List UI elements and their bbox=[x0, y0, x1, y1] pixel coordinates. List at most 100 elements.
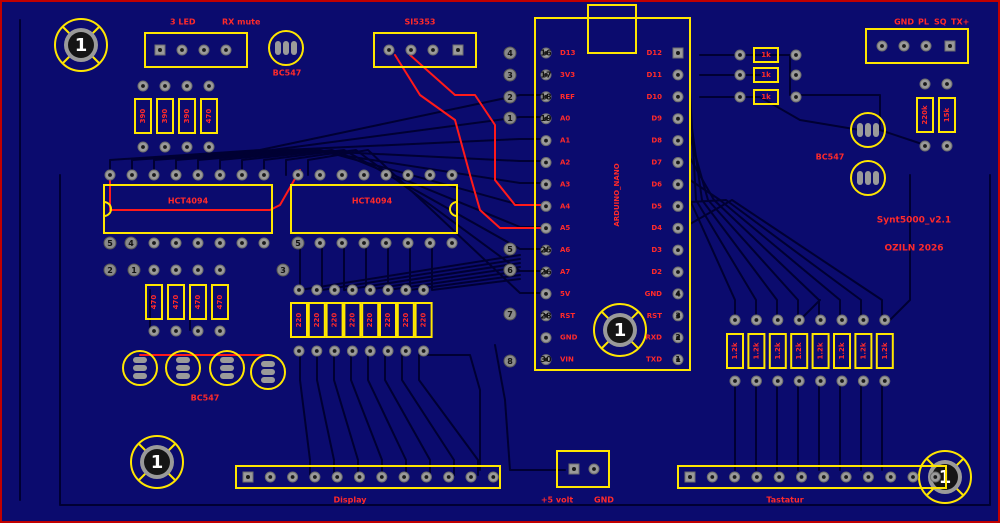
drill-hole bbox=[130, 173, 134, 177]
wire-marker bbox=[503, 46, 517, 60]
drill-hole bbox=[141, 84, 145, 88]
arduino-pin-label: D2 bbox=[651, 268, 662, 276]
transistor-label: BC547 bbox=[273, 69, 302, 78]
drill-hole bbox=[948, 44, 952, 48]
ground-trace bbox=[59, 174, 991, 506]
wire-marker bbox=[503, 354, 517, 368]
wire-marker-number: 6 bbox=[507, 266, 513, 275]
drill-hole bbox=[421, 349, 426, 353]
drill-hole bbox=[544, 226, 548, 231]
transistor-pad bbox=[133, 373, 147, 379]
mounting-hole-number: 1 bbox=[75, 35, 88, 56]
drill-hole bbox=[152, 268, 156, 272]
wire-marker-number: 1 bbox=[507, 114, 513, 123]
resistor bbox=[325, 302, 344, 338]
drill-hole bbox=[755, 475, 759, 479]
trace bbox=[307, 149, 546, 294]
drill-hole bbox=[676, 73, 680, 77]
drill-hole bbox=[933, 475, 938, 479]
drill-hole bbox=[185, 145, 189, 149]
drill-hole bbox=[340, 173, 344, 177]
drill-hole bbox=[880, 44, 884, 48]
drill-hole bbox=[424, 475, 429, 479]
drill-hole bbox=[491, 475, 496, 479]
ic1-outline bbox=[103, 184, 273, 234]
resistor bbox=[189, 284, 207, 320]
header-pwr-out bbox=[865, 28, 969, 64]
drill-hole bbox=[840, 379, 844, 383]
trace bbox=[401, 354, 455, 476]
trace bbox=[343, 244, 521, 291]
trace bbox=[689, 179, 841, 321]
drill-hole bbox=[676, 204, 680, 209]
transistor-pad bbox=[220, 365, 234, 371]
drill-hole bbox=[421, 288, 426, 292]
drill-hole bbox=[544, 182, 548, 187]
drill-hole bbox=[775, 318, 780, 322]
drill-hole bbox=[544, 313, 548, 318]
resistor-value: 1.2k bbox=[881, 342, 889, 359]
mounting-hole-ring bbox=[918, 450, 972, 504]
drill-hole bbox=[185, 84, 189, 88]
drill-hole bbox=[406, 241, 410, 245]
resistor bbox=[167, 284, 185, 320]
drill-hole bbox=[866, 475, 871, 479]
drill-hole bbox=[861, 379, 866, 383]
header-label-si5353: SI5353 bbox=[404, 18, 435, 27]
transistor-pad bbox=[291, 41, 297, 55]
red-trace bbox=[394, 54, 546, 229]
trace bbox=[367, 354, 407, 476]
resistor-value: 390 bbox=[183, 109, 191, 124]
arduino-pin-number: 28 bbox=[540, 311, 552, 320]
drill-hole bbox=[409, 48, 413, 52]
wire-marker-number: 2 bbox=[107, 266, 113, 275]
header-label-keyboard: Tastatur bbox=[766, 496, 803, 505]
drill-hole bbox=[313, 475, 317, 479]
drill-hole bbox=[335, 475, 340, 479]
trace bbox=[689, 135, 799, 321]
wire-marker-number: 3 bbox=[280, 266, 286, 275]
wire-marker-number: 4 bbox=[507, 49, 513, 58]
resistor bbox=[753, 47, 779, 63]
resistor-value: 1.2k bbox=[795, 342, 803, 359]
drill-hole bbox=[196, 268, 200, 272]
arduino-pin-label: A4 bbox=[560, 202, 570, 210]
drill-hole bbox=[799, 475, 804, 479]
mounting-hole-number: 1 bbox=[614, 320, 627, 341]
resistor-value: 1.2k bbox=[752, 342, 760, 359]
mounting-hole: 1 bbox=[54, 18, 108, 72]
drill-hole bbox=[314, 288, 319, 292]
drill-hole bbox=[207, 145, 211, 149]
drill-hole bbox=[544, 94, 548, 99]
drill-hole bbox=[207, 84, 211, 88]
red-trace bbox=[109, 169, 301, 211]
drill-hole bbox=[738, 95, 742, 99]
transistor-body bbox=[250, 354, 286, 390]
resistor-value: 1.2k bbox=[817, 342, 825, 359]
drill-hole bbox=[340, 241, 344, 245]
drill-hole bbox=[297, 288, 301, 292]
drill-hole bbox=[676, 313, 680, 318]
wire-marker bbox=[103, 263, 117, 277]
resistor-value: 220 bbox=[384, 313, 392, 328]
drill-hole bbox=[572, 467, 576, 471]
transistor-pad bbox=[176, 365, 190, 371]
transistor-body bbox=[850, 160, 886, 196]
drill-hole bbox=[196, 173, 200, 177]
resistor bbox=[361, 302, 380, 338]
transistor-pad bbox=[873, 171, 879, 185]
mounting-hole-ring bbox=[130, 435, 184, 489]
drill-hole bbox=[384, 173, 388, 177]
drill-hole bbox=[794, 95, 798, 99]
drill-hole bbox=[152, 329, 156, 333]
drill-hole bbox=[818, 318, 823, 322]
ic-notch bbox=[449, 201, 458, 217]
drill-hole bbox=[262, 241, 266, 245]
trace bbox=[419, 354, 481, 471]
drill-hole bbox=[196, 329, 200, 333]
wire-marker bbox=[127, 263, 141, 277]
wire-marker bbox=[124, 236, 138, 250]
drill-hole bbox=[676, 292, 680, 296]
drill-hole bbox=[384, 241, 388, 245]
resistor bbox=[211, 284, 229, 320]
